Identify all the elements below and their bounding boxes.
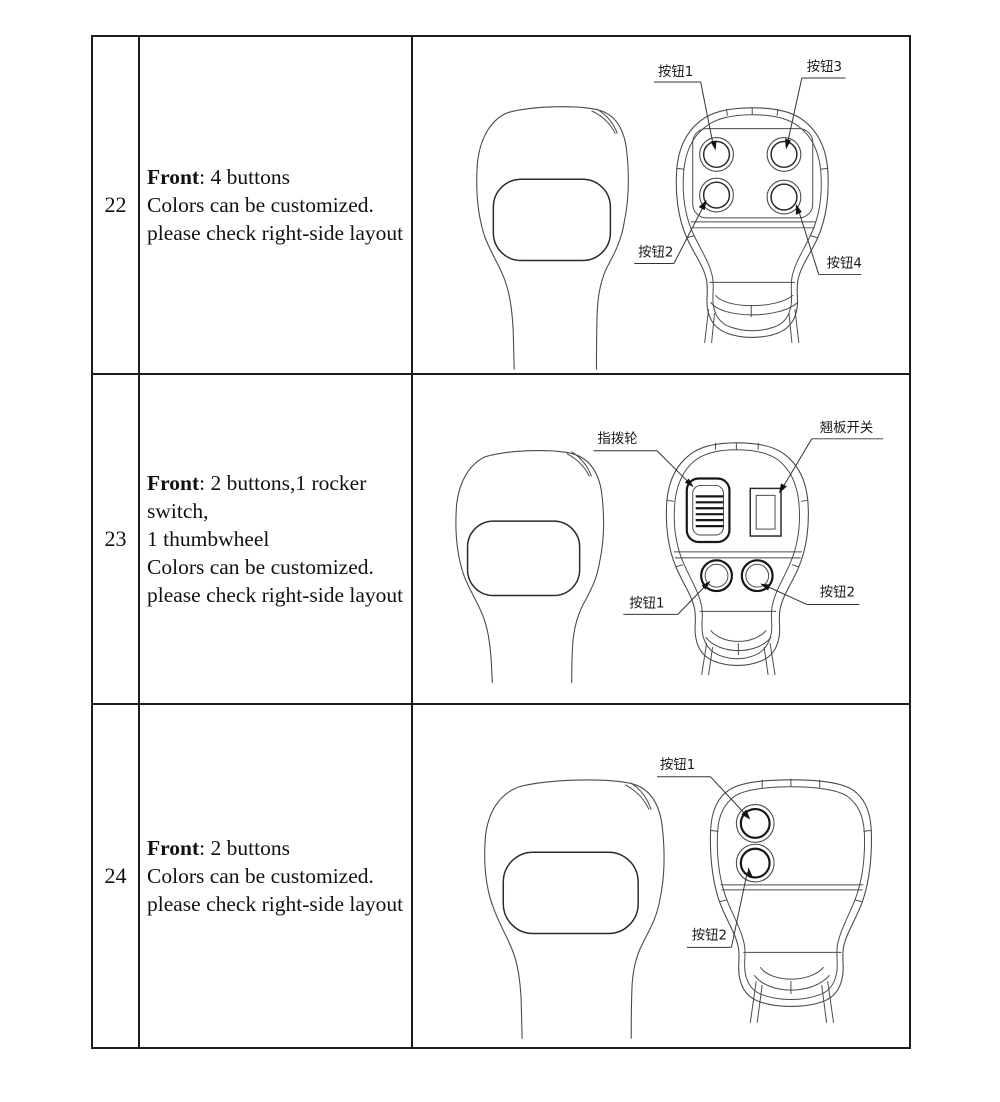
arrowhead-icon <box>784 138 791 150</box>
arrowhead-icon <box>698 200 707 210</box>
description-line: please check right-side layout <box>147 583 404 607</box>
button-2 <box>740 559 774 593</box>
callout-thumbwheel: 指拨轮 <box>593 431 694 488</box>
handle-back-view <box>476 106 629 370</box>
thumbwheel <box>685 477 731 544</box>
callout-button4-label: 按钮4 <box>827 255 862 271</box>
button-panel <box>692 128 814 219</box>
description-lead: Front <box>147 836 200 860</box>
callout-button3: 按钮3 <box>784 59 846 150</box>
button-2 <box>699 177 734 213</box>
row-drawing-cell: 按钮1 按钮2 <box>411 703 911 1049</box>
table-row-23: 23 Front: 2 buttons,1 rocker switch, 1 t… <box>91 373 911 705</box>
callout-thumbwheel-label: 指拨轮 <box>598 431 638 447</box>
arrowhead-icon <box>684 478 694 488</box>
arrowhead-icon <box>795 204 802 215</box>
callout-button1: 按钮1 <box>657 757 751 820</box>
callout-button2: 按钮2 <box>686 867 754 948</box>
description-lead-rest: : 2 buttons <box>199 836 290 860</box>
description-line: Colors can be customized. <box>147 193 374 217</box>
button-1 <box>700 559 733 593</box>
row-drawing-cell: 按钮1 按钮3 按钮2 按钮4 <box>411 35 911 375</box>
row-number: 23 <box>91 373 140 705</box>
callout-button2-label: 按钮2 <box>692 927 727 943</box>
callout-button1-label: 按钮1 <box>658 64 693 80</box>
handle-back-view <box>455 450 605 683</box>
description-lead-rest: : 2 buttons,1 rocker switch, <box>147 471 367 523</box>
row-drawing-cell: 指拨轮 翘板开关 按钮1 按钮2 <box>411 373 911 705</box>
description-text: Front: 4 buttons Colors can be customize… <box>141 163 405 247</box>
grip-drawing-23: 指拨轮 翘板开关 按钮1 按钮2 <box>455 420 884 683</box>
description-lead: Front <box>147 165 200 189</box>
arrowhead-icon <box>760 583 771 591</box>
arrowhead-icon <box>741 809 751 820</box>
callout-button1-label: 按钮1 <box>660 757 695 773</box>
row-description-cell: Front: 4 buttons Colors can be customize… <box>138 35 413 375</box>
arrowhead-icon <box>701 580 711 590</box>
description-line: Colors can be customized. <box>147 864 374 888</box>
description-line: 1 thumbwheel <box>147 527 270 551</box>
grip-opening <box>502 851 639 935</box>
description-line: please check right-side layout <box>147 221 404 245</box>
callout-rocker: 翘板开关 <box>779 420 884 494</box>
description-text: Front: 2 buttons,1 rocker switch, 1 thum… <box>141 469 405 609</box>
callout-button1: 按钮1 <box>623 580 711 615</box>
grip-opening <box>492 178 612 262</box>
grip-opening <box>466 520 581 597</box>
button-4 <box>766 179 802 215</box>
rocker-switch <box>749 487 782 537</box>
description-line: Front: 2 buttons <box>147 834 405 862</box>
callout-button4: 按钮4 <box>795 204 862 275</box>
description-text: Front: 2 buttons Colors can be customize… <box>141 834 405 918</box>
button-2 <box>735 843 775 883</box>
handle-front-view <box>665 442 809 675</box>
button-3 <box>766 137 802 172</box>
arrowhead-icon <box>779 483 787 494</box>
description-line: Front: 2 buttons,1 rocker switch, <box>147 469 405 525</box>
row-description-cell: Front: 2 buttons,1 rocker switch, 1 thum… <box>138 373 413 705</box>
description-line: Colors can be customized. <box>147 555 374 579</box>
table-row-22: 22 Front: 4 buttons Colors can be custom… <box>91 35 911 375</box>
callout-button1-label: 按钮1 <box>629 595 664 611</box>
table-row-24: 24 Front: 2 buttons Colors can be custom… <box>91 703 911 1049</box>
description-lead: Front <box>147 471 200 495</box>
description-line: please check right-side layout <box>147 892 404 916</box>
callout-button2-label: 按钮2 <box>638 245 673 261</box>
callout-button1: 按钮1 <box>654 64 717 151</box>
grip-drawing-22: 按钮1 按钮3 按钮2 按钮4 <box>476 59 862 370</box>
row-description-cell: Front: 2 buttons Colors can be customize… <box>138 703 413 1049</box>
grip-drawing-24: 按钮1 按钮2 <box>484 757 873 1039</box>
handle-back-view <box>484 779 665 1039</box>
callout-button2: 按钮2 <box>634 200 707 265</box>
handle-front-view <box>709 778 873 1023</box>
spec-table: 22 Front: 4 buttons Colors can be custom… <box>91 35 911 1049</box>
button-1 <box>735 804 775 843</box>
description-line: Front: 4 buttons <box>147 163 405 191</box>
row-number: 24 <box>91 703 140 1049</box>
row-number: 22 <box>91 35 140 375</box>
arrowhead-icon <box>747 867 754 878</box>
handle-front-view <box>675 107 829 343</box>
button-1 <box>699 137 734 172</box>
callout-button2-label: 按钮2 <box>820 585 855 601</box>
description-lead-rest: : 4 buttons <box>199 165 290 189</box>
callout-rocker-label: 翘板开关 <box>820 420 874 436</box>
callout-button3-label: 按钮3 <box>807 59 842 75</box>
arrowhead-icon <box>710 140 717 151</box>
callout-button2: 按钮2 <box>760 583 860 605</box>
